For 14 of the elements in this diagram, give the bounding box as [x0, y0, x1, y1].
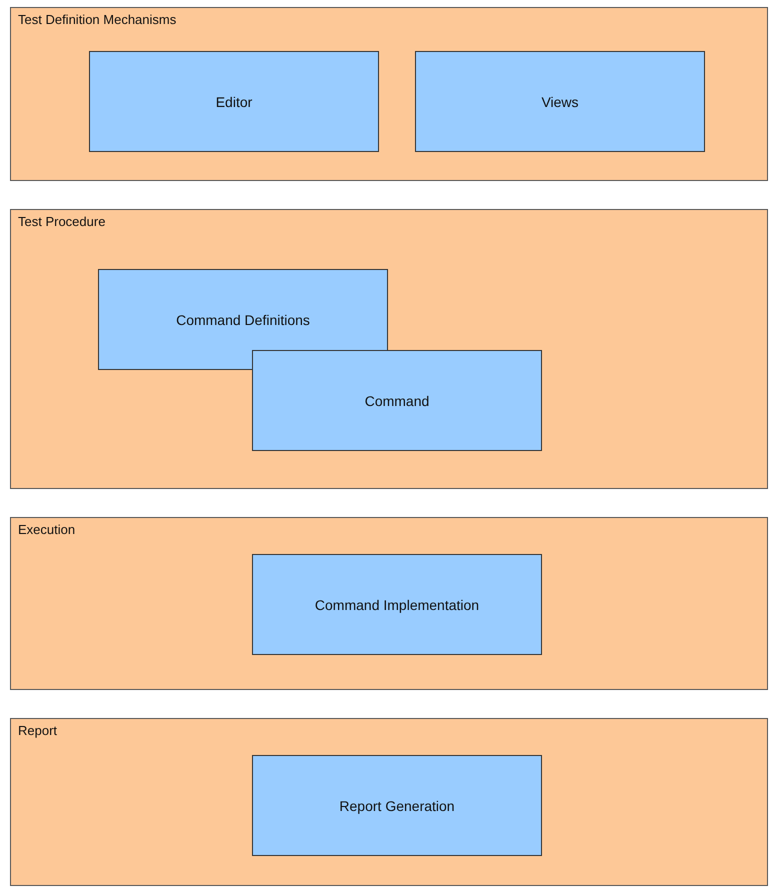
component-box: Views — [415, 51, 705, 152]
panel-title: Report — [18, 723, 58, 738]
panel-title: Test Definition Mechanisms — [18, 12, 176, 27]
group-panel — [10, 209, 768, 489]
group-panel — [10, 7, 768, 181]
group-panel — [10, 517, 768, 690]
component-box: Command Implementation — [252, 554, 542, 655]
component-box: Editor — [89, 51, 379, 152]
panel-title: Test Procedure — [18, 214, 106, 229]
component-box: Command Definitions — [98, 269, 388, 370]
panel-title: Execution — [18, 522, 76, 537]
component-box: Report Generation — [252, 755, 542, 856]
group-panel — [10, 718, 768, 886]
component-box: Command — [252, 350, 542, 451]
